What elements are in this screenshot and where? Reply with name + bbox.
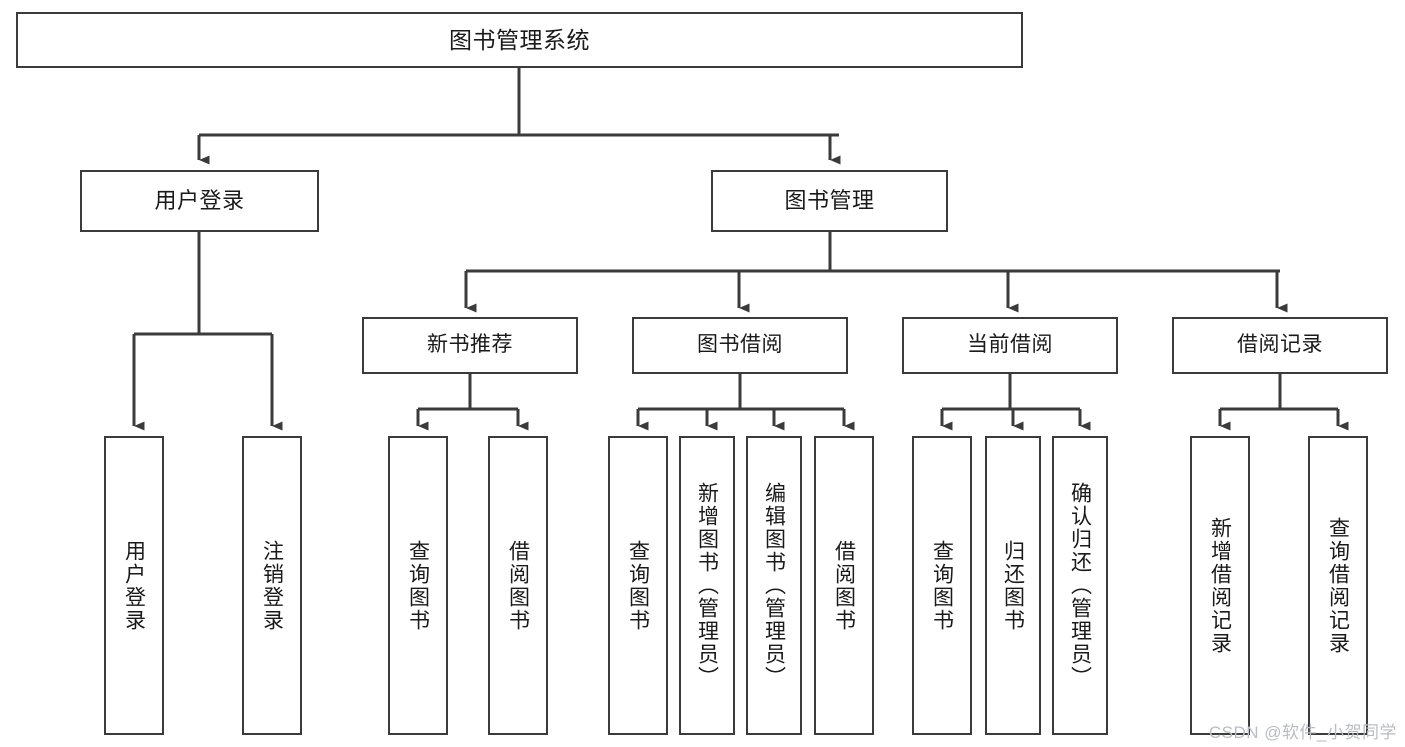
node-leaf-add-record[interactable]: 新增借阅记录 — [1190, 436, 1250, 735]
node-book-borrow-label: 图书借阅 — [697, 333, 783, 357]
node-leaf-query-book-2-label: 查询图书 — [626, 539, 650, 632]
node-leaf-return-book-label: 归还图书 — [1001, 539, 1025, 632]
node-leaf-query-record[interactable]: 查询借阅记录 — [1308, 436, 1368, 735]
node-leaf-edit-book[interactable]: 编辑图书（管理员） — [746, 436, 802, 735]
node-book-manage[interactable]: 图书管理 — [711, 170, 948, 232]
node-leaf-add-record-label: 新增借阅记录 — [1208, 516, 1232, 655]
node-borrow-record-label: 借阅记录 — [1237, 333, 1323, 357]
csdn-watermark: CSDN @软件_小贺同学 — [1208, 723, 1397, 742]
node-book-borrow[interactable]: 图书借阅 — [632, 317, 848, 374]
node-leaf-borrow-book-2[interactable]: 借阅图书 — [814, 436, 874, 735]
node-leaf-query-book-1-label: 查询图书 — [406, 539, 430, 632]
node-leaf-user-logout[interactable]: 注销登录 — [242, 436, 302, 735]
node-leaf-query-book-3[interactable]: 查询图书 — [912, 436, 972, 735]
node-leaf-user-login-label: 用户登录 — [122, 539, 146, 632]
node-user-login[interactable]: 用户登录 — [80, 170, 319, 232]
node-leaf-query-book-3-label: 查询图书 — [930, 539, 954, 632]
node-leaf-confirm-return[interactable]: 确认归还（管理员） — [1052, 436, 1108, 735]
node-user-login-label: 用户登录 — [154, 188, 245, 214]
node-root[interactable]: 图书管理系统 — [16, 12, 1023, 68]
node-leaf-borrow-book-1-label: 借阅图书 — [506, 539, 530, 632]
node-leaf-add-book[interactable]: 新增图书（管理员） — [679, 436, 735, 735]
node-new-book-recommend-label: 新书推荐 — [427, 333, 513, 357]
node-leaf-query-book-1[interactable]: 查询图书 — [388, 436, 448, 735]
node-leaf-confirm-return-label: 确认归还（管理员） — [1068, 482, 1092, 689]
node-leaf-user-logout-label: 注销登录 — [260, 539, 284, 632]
node-root-label: 图书管理系统 — [449, 26, 590, 53]
node-borrow-record[interactable]: 借阅记录 — [1172, 317, 1388, 374]
node-current-borrow[interactable]: 当前借阅 — [902, 317, 1118, 374]
node-book-manage-label: 图书管理 — [784, 188, 875, 214]
node-leaf-user-login[interactable]: 用户登录 — [104, 436, 164, 735]
node-leaf-edit-book-label: 编辑图书（管理员） — [762, 482, 786, 689]
node-leaf-query-record-label: 查询借阅记录 — [1326, 516, 1350, 655]
node-new-book-recommend[interactable]: 新书推荐 — [362, 317, 578, 374]
node-leaf-query-book-2[interactable]: 查询图书 — [608, 436, 668, 735]
node-leaf-return-book[interactable]: 归还图书 — [985, 436, 1041, 735]
node-leaf-borrow-book-1[interactable]: 借阅图书 — [488, 436, 548, 735]
node-leaf-add-book-label: 新增图书（管理员） — [695, 482, 719, 689]
node-current-borrow-label: 当前借阅 — [967, 333, 1053, 357]
node-leaf-borrow-book-2-label: 借阅图书 — [832, 539, 856, 632]
